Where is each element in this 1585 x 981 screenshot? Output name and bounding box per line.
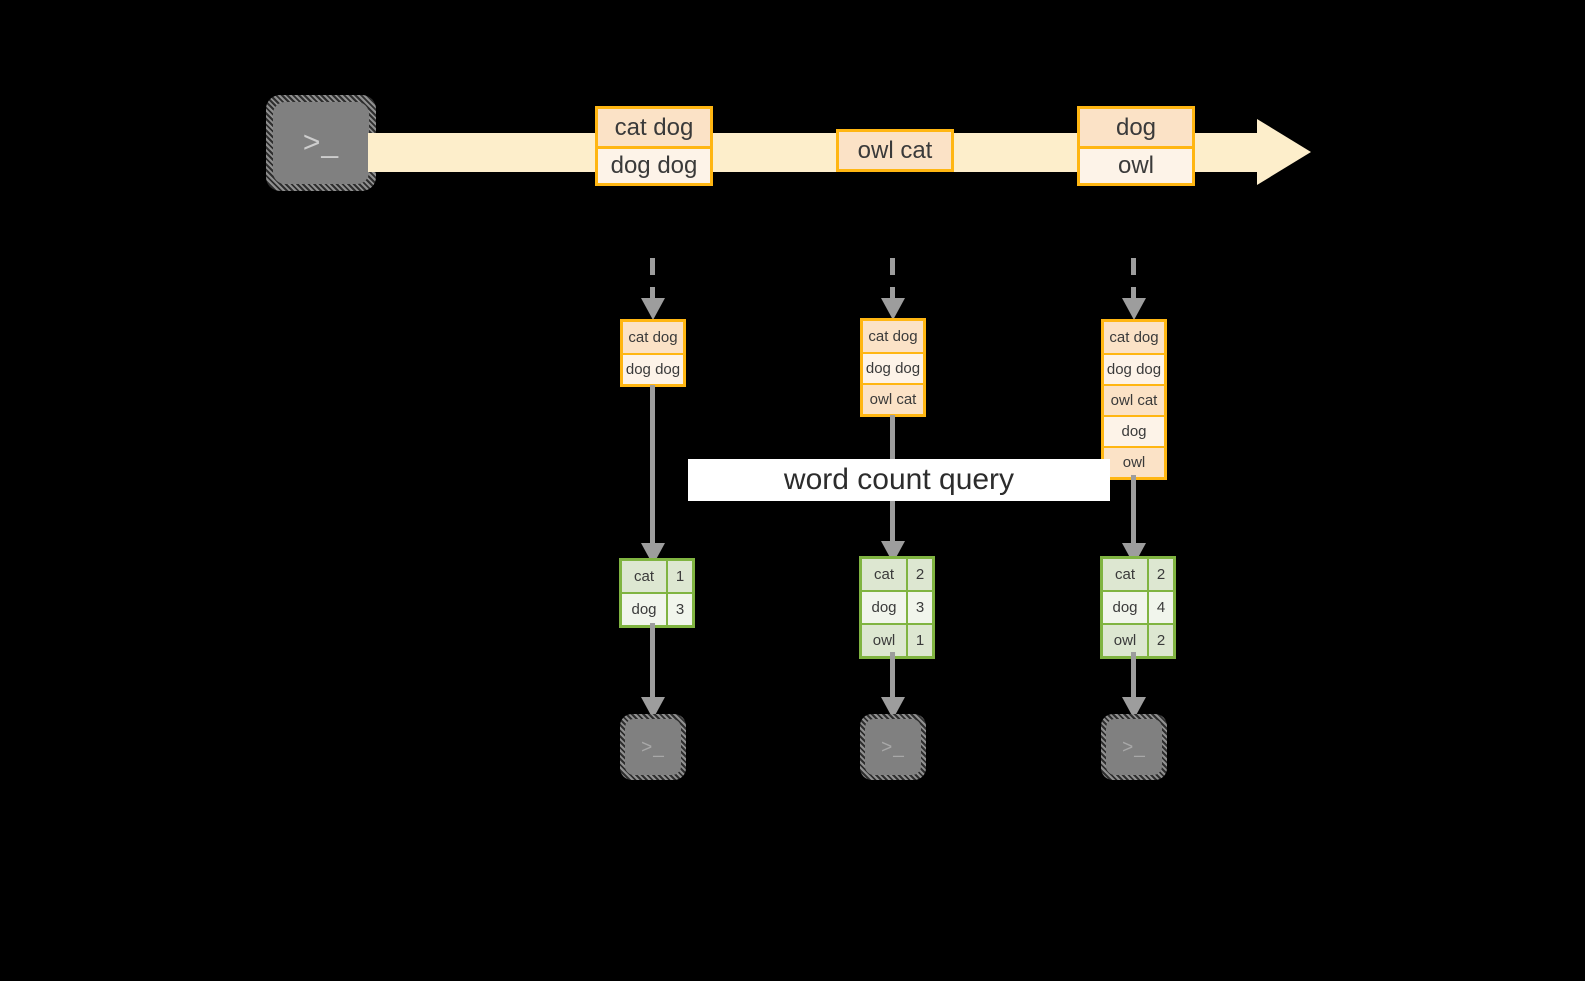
table-row: owl 1: [862, 623, 932, 656]
snapshot-1-query-arrow: [641, 385, 675, 565]
table-cell-word: dog: [1103, 592, 1147, 623]
terminal-body: [865, 719, 921, 775]
stream-record-line: owl: [1080, 146, 1192, 183]
arrow-head: [1122, 298, 1146, 320]
stack-line: dog: [1104, 415, 1164, 446]
arrow-line: [650, 258, 655, 304]
snapshot-2-input-stack: cat dog dog dog owl cat: [860, 318, 926, 417]
snapshot-1-tap-arrow: [641, 258, 675, 323]
terminal-prompt-glyph: >_: [1122, 736, 1146, 758]
stack-line: cat dog: [1104, 322, 1164, 353]
terminal-prompt-glyph: >_: [881, 736, 905, 758]
arrow-line: [1131, 475, 1136, 551]
stream-record-line: owl cat: [839, 132, 951, 169]
stream-record-line: dog dog: [598, 146, 710, 183]
arrow-line: [890, 652, 895, 705]
table-cell-count: 4: [1147, 592, 1173, 623]
table-row: cat 2: [862, 559, 932, 590]
stream-record-1: cat dog dog dog: [595, 106, 713, 186]
snapshot-3-result-table: cat 2 dog 4 owl 2: [1100, 556, 1176, 659]
table-cell-word: dog: [862, 592, 906, 623]
stack-line: cat dog: [623, 322, 683, 353]
stack-line: owl: [1104, 446, 1164, 477]
table-cell-count: 1: [906, 625, 932, 656]
stack-line: dog dog: [863, 352, 923, 383]
table-cell-word: cat: [622, 561, 666, 592]
stack-line: owl cat: [863, 383, 923, 414]
arrow-line: [1131, 652, 1136, 705]
snapshot-1-sink-terminal-icon: >_: [620, 714, 686, 780]
table-cell-word: cat: [862, 559, 906, 590]
terminal-body: [625, 719, 681, 775]
table-row: dog 4: [1103, 590, 1173, 623]
table-cell-count: 2: [1147, 559, 1173, 590]
table-cell-count: 3: [666, 594, 692, 625]
table-cell-count: 2: [1147, 625, 1173, 656]
snapshot-1-sink-arrow: [641, 623, 675, 719]
source-terminal-icon: >_: [266, 95, 376, 191]
snapshot-3-sink-terminal-icon: >_: [1101, 714, 1167, 780]
terminal-body: [1106, 719, 1162, 775]
arrow-line: [650, 385, 655, 551]
stack-line: dog dog: [623, 353, 683, 384]
snapshot-1-result-table: cat 1 dog 3: [619, 558, 695, 628]
stream-arrow-head: [1257, 119, 1311, 185]
snapshot-2-sink-arrow: [881, 652, 915, 719]
terminal-prompt-glyph: >_: [302, 126, 340, 159]
snapshot-2-tap-arrow: [881, 258, 915, 323]
table-cell-count: 1: [666, 561, 692, 592]
stack-line: owl cat: [1104, 384, 1164, 415]
snapshot-1-input-stack: cat dog dog dog: [620, 319, 686, 387]
arrow-line: [650, 623, 655, 705]
table-row: dog 3: [622, 592, 692, 625]
table-cell-word: dog: [622, 594, 666, 625]
table-cell-count: 2: [906, 559, 932, 590]
snapshot-2-result-table: cat 2 dog 3 owl 1: [859, 556, 935, 659]
table-cell-word: owl: [862, 625, 906, 656]
stream-record-3: dog owl: [1077, 106, 1195, 186]
stream-record-2: owl cat: [836, 129, 954, 172]
stack-line: dog dog: [1104, 353, 1164, 384]
snapshot-2-sink-terminal-icon: >_: [860, 714, 926, 780]
snapshot-3-tap-arrow: [1122, 258, 1156, 323]
table-row: cat 1: [622, 561, 692, 592]
table-cell-count: 3: [906, 592, 932, 623]
table-row: dog 3: [862, 590, 932, 623]
query-label-text: word count query: [783, 463, 1015, 496]
table-row: owl 2: [1103, 623, 1173, 656]
snapshot-3-query-arrow: [1122, 475, 1156, 565]
arrow-line: [890, 258, 895, 304]
terminal-body: [273, 102, 369, 184]
table-cell-word: owl: [1103, 625, 1147, 656]
arrow-head: [881, 298, 905, 320]
terminal-prompt-glyph: >_: [641, 736, 665, 758]
stack-line: cat dog: [863, 321, 923, 352]
snapshot-3-sink-arrow: [1122, 652, 1156, 719]
table-cell-word: cat: [1103, 559, 1147, 590]
query-label-band: word count query: [688, 459, 1110, 501]
stream-record-line: dog: [1080, 109, 1192, 146]
stream-record-line: cat dog: [598, 109, 710, 146]
arrow-line: [1131, 258, 1136, 304]
arrow-head: [641, 298, 665, 320]
snapshot-3-input-stack: cat dog dog dog owl cat dog owl: [1101, 319, 1167, 480]
table-row: cat 2: [1103, 559, 1173, 590]
